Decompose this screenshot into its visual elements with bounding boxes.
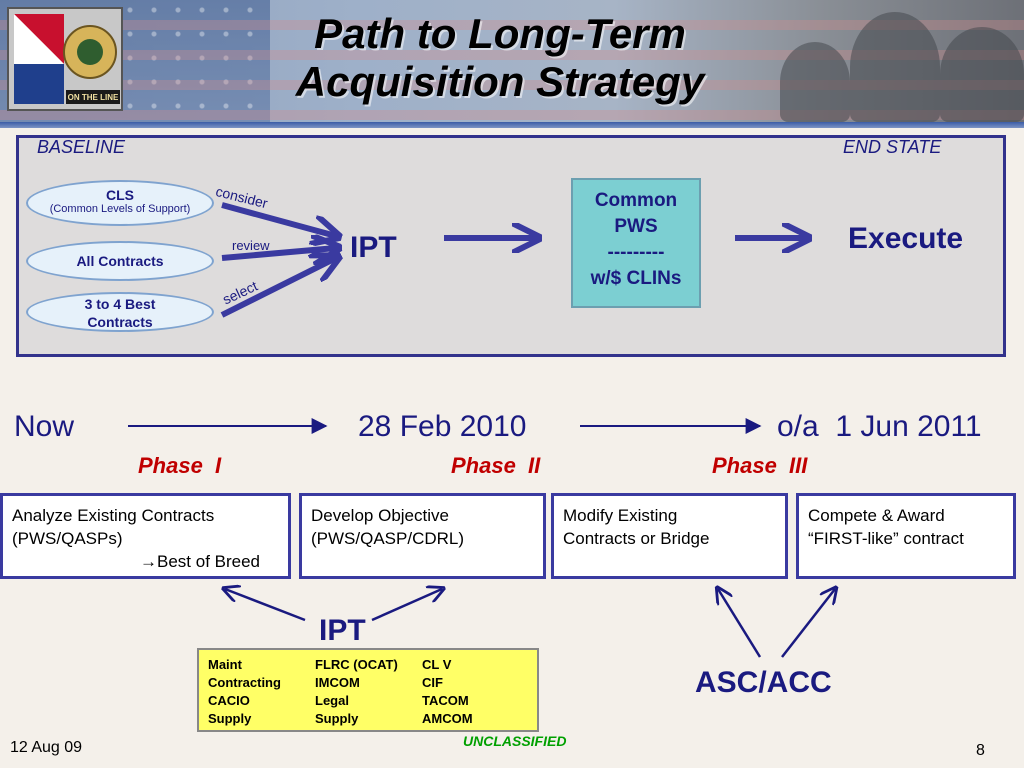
soldier-silhouette [940, 27, 1024, 122]
review-label: review [232, 238, 270, 253]
ipt-members-column-2: FLRC (OCAT) IMCOM Legal Supply [315, 656, 398, 728]
ipt-member: Maint [208, 657, 242, 672]
timeline-date-1: 28 Feb 2010 [358, 410, 527, 443]
consider-arrow [221, 202, 336, 236]
army-materiel-command-logo: ON THE LINE [7, 7, 123, 111]
cls-label: CLS [106, 187, 134, 203]
timeline-now: Now [14, 410, 75, 443]
page-number: 8 [976, 742, 985, 759]
best-of-breed-line: →Best of Breed [12, 550, 279, 573]
ipt-members-table: Maint Contracting CACIO Supply FLRC (OCA… [197, 648, 539, 732]
ipt-member: TACOM [422, 693, 469, 708]
asc-acc-label: ASC/ACC [695, 666, 832, 699]
phase-box-develop: Develop Objective (PWS/QASP/CDRL) [299, 493, 546, 579]
phase-3-label: Phase III [712, 453, 808, 478]
acc-to-phase4-arrow [781, 589, 835, 658]
soldier-silhouette [850, 12, 940, 122]
ipt-member: Legal [315, 693, 349, 708]
timeline-date-2: o/a 1 Jun 2011 [777, 410, 982, 443]
phase-box-line: Compete & Award [808, 506, 945, 525]
slide-title: Path to Long-Term Acquisition Strategy [150, 10, 850, 106]
footer-date: 12 Aug 09 [10, 739, 83, 756]
common-box-line-3: --------- [607, 242, 665, 263]
ipt-to-phase2-arrow [371, 589, 442, 622]
arrow-right-icon: → [140, 552, 157, 571]
common-box-line-4: w/$ CLINs [590, 268, 682, 289]
all-contracts-label: All Contracts [76, 253, 164, 269]
svg-text:ON THE LINE: ON THE LINE [68, 93, 119, 102]
phase-box-modify: Modify Existing Contracts or Bridge [551, 493, 788, 579]
classification-marking: UNCLASSIFIED [463, 733, 567, 749]
phase-box-line: (PWS/QASPs) [12, 529, 123, 548]
ipt-member: CACIO [208, 693, 250, 708]
cls-source-ellipse: CLS (Common Levels of Support) [26, 180, 214, 226]
ipt-member: CL V [422, 657, 452, 672]
ipt-member: Contracting [208, 675, 281, 690]
ipt-group-label: IPT [319, 614, 366, 647]
title-line-2: Acquisition Strategy [295, 58, 705, 105]
best-of-breed-text: Best of Breed [157, 552, 261, 571]
header-underline [0, 122, 1024, 128]
ipt-members-column-3: CL V CIF TACOM AMCOM [422, 656, 473, 728]
ipt-member: Supply [208, 711, 252, 726]
common-box-line-2: PWS [614, 216, 658, 237]
title-line-1: Path to Long-Term [314, 10, 686, 57]
common-box-line-1: Common [594, 190, 678, 211]
baseline-label: BASELINE [37, 137, 126, 157]
ipt-member: AMCOM [422, 711, 473, 726]
select-arrow [220, 258, 336, 318]
ipt-members-column-1: Maint Contracting CACIO Supply [208, 656, 281, 728]
phase-box-line: (PWS/QASP/CDRL) [311, 529, 465, 548]
asc-to-phase3-arrow [718, 589, 762, 658]
phase-box-compete: Compete & Award “FIRST-like” contract [796, 493, 1016, 579]
ipt-member: FLRC (OCAT) [315, 657, 398, 672]
ipt-member: Supply [315, 711, 359, 726]
phase-box-line: Develop Objective [311, 506, 449, 525]
phase-box-line: Analyze Existing Contracts [12, 506, 215, 525]
best-contracts-ellipse: 3 to 4 Best Contracts [26, 292, 214, 332]
end-state-label: END STATE [843, 137, 942, 157]
phase-1-label: Phase I [138, 453, 222, 478]
best-contracts-label: 3 to 4 Best Contracts [84, 296, 156, 330]
execute-label: Execute [848, 222, 964, 255]
phase-box-line: Contracts or Bridge [563, 529, 710, 548]
phase-box-line: “FIRST-like” contract [808, 529, 964, 548]
phase-box-analyze: Analyze Existing Contracts (PWS/QASPs) →… [0, 493, 291, 579]
cls-sublabel: (Common Levels of Support) [49, 203, 191, 215]
common-pws-box: Common PWS --------- w/$ CLINs [571, 178, 701, 308]
phase-box-line: Modify Existing [563, 506, 678, 525]
review-arrow [221, 248, 336, 258]
ipt-member: IMCOM [315, 675, 360, 690]
soldier-silhouette [780, 42, 850, 122]
ipt-label: IPT [350, 231, 397, 264]
slide-header [0, 0, 1024, 122]
ipt-to-phase1-arrow [225, 589, 306, 622]
all-contracts-ellipse: All Contracts [26, 241, 214, 281]
ipt-member: CIF [422, 675, 443, 690]
phase-2-label: Phase II [451, 453, 541, 478]
